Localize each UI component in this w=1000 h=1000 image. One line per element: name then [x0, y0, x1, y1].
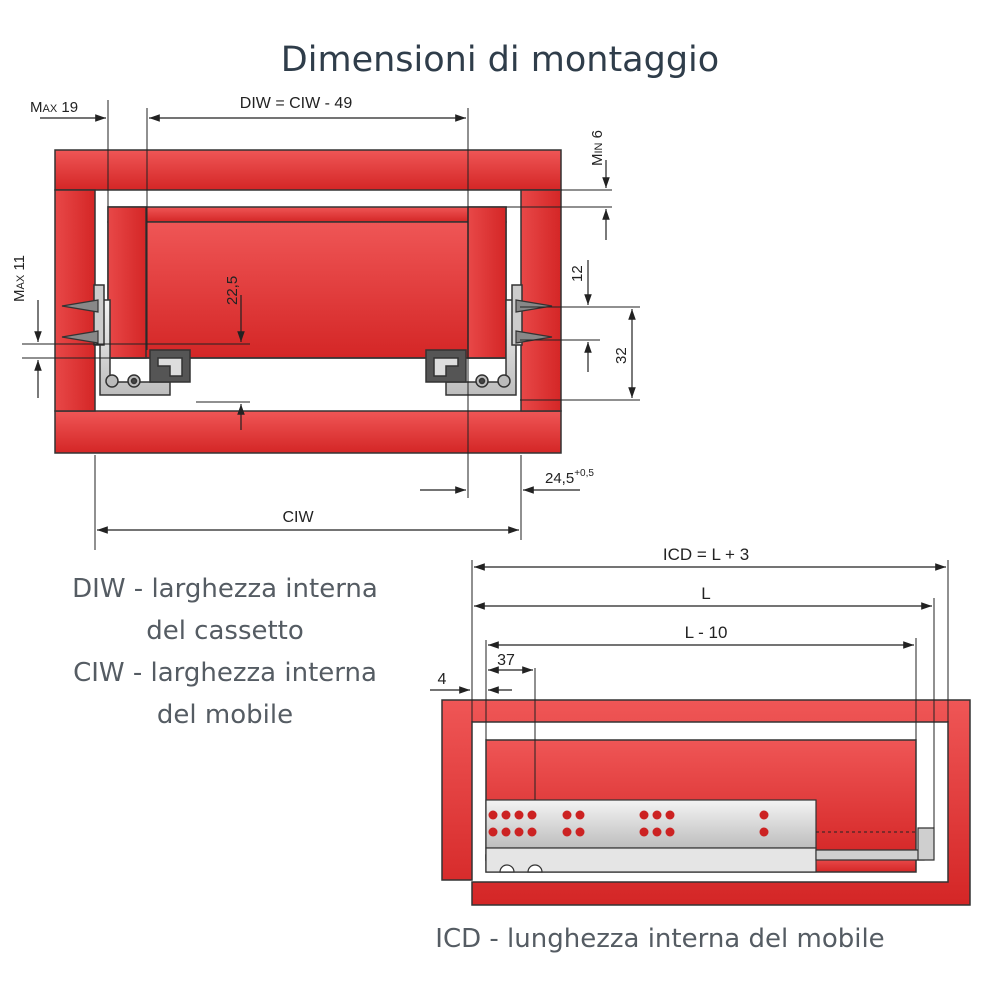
legend-ciw-line2: del mobile	[156, 700, 294, 730]
runner-body	[485, 799, 817, 849]
cabinet-bottom-panel	[54, 410, 562, 454]
side-labels: ICD = L + 3 L L - 10 37 4	[438, 545, 750, 688]
side-view-caption: ICD - lunghezza interna del mobile	[435, 924, 885, 954]
diagram-title: Dimensioni di montaggio	[280, 40, 720, 80]
legend-ciw-line1: CIW - larghezza interna	[73, 658, 377, 688]
left-screws	[61, 299, 99, 344]
front-labels: MAX 19 DIW = CIW - 49 MIN 6 MAX 11 22,5 …	[11, 95, 630, 526]
label-ciw: CIW	[282, 509, 314, 526]
label-max11: MAX 11	[11, 255, 28, 302]
abbreviation-legend: DIW - larghezza interna del cassetto CIW…	[40, 568, 410, 736]
label-icd-formula: ICD = L + 3	[663, 545, 749, 564]
label-4: 4	[438, 671, 447, 688]
drawer-front-panel	[107, 206, 507, 223]
front-view	[54, 149, 562, 454]
legend-diw-line1: DIW - larghezza interna	[72, 574, 378, 604]
legend-diw-line2: del cassetto	[146, 616, 304, 646]
runner-holes	[488, 810, 769, 837]
label-32: 32	[613, 347, 630, 364]
front-dimension-arrows	[34, 114, 636, 534]
label-22-5: 22,5	[224, 276, 241, 305]
cabinet-left-side	[54, 189, 96, 412]
cabinet-right-side	[520, 189, 562, 412]
side-extension-lines	[471, 560, 949, 833]
label-12: 12	[569, 265, 586, 282]
drawer-left-wall	[107, 206, 147, 359]
drawer-body	[107, 221, 507, 359]
label-l: L	[701, 584, 710, 603]
cabinet-side-frame	[441, 699, 971, 906]
cabinet-top-panel	[54, 149, 562, 191]
side-dimension-arrows	[430, 563, 946, 694]
label-37: 37	[497, 652, 515, 669]
label-max19: MAX 19	[30, 99, 78, 116]
drawer-right-wall	[467, 206, 507, 359]
front-extension-lines	[22, 100, 640, 550]
side-runner	[485, 799, 935, 873]
label-diw-formula: DIW = CIW - 49	[240, 95, 353, 112]
label-l-minus-10: L - 10	[685, 623, 728, 642]
label-24-5: 24,5+0,5	[545, 468, 594, 487]
right-runner	[425, 284, 523, 396]
label-min6: MIN 6	[589, 130, 606, 166]
